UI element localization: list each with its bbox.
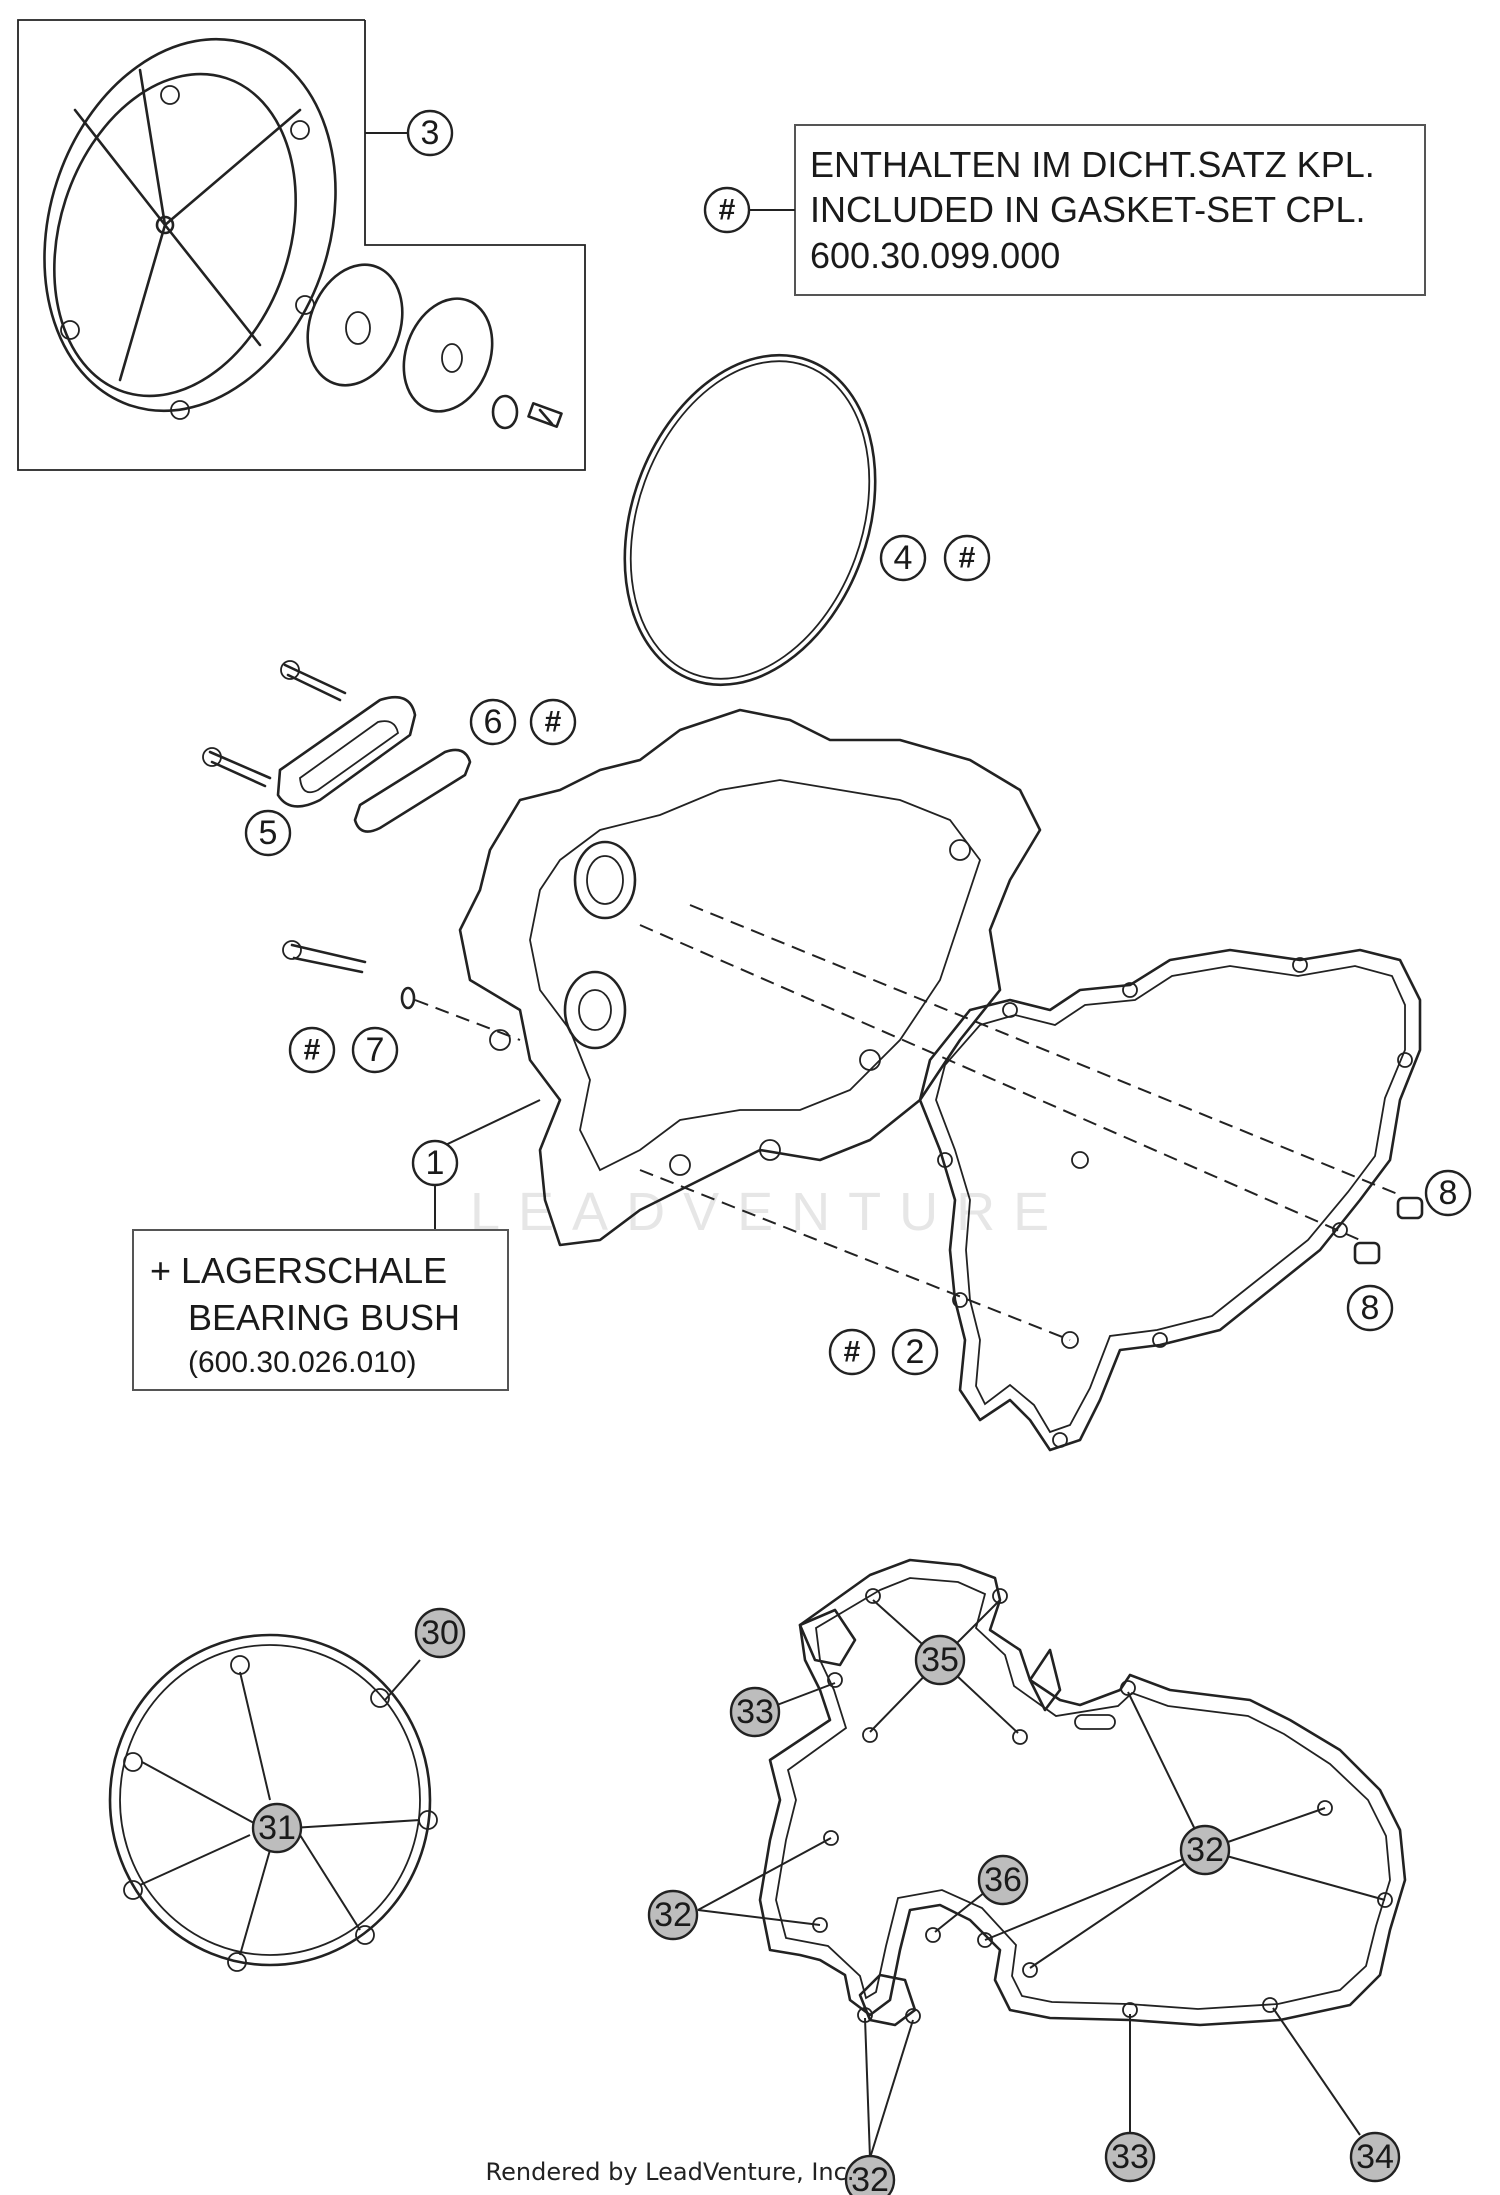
cover-gasket-part-2: # 2	[639, 904, 1422, 1452]
callout-36: 36	[977, 1854, 1029, 1906]
svg-text:32: 32	[654, 1896, 692, 1934]
plate-bolts-drawing	[202, 660, 347, 788]
outer-cover-gasket-group: 30 31	[108, 1607, 466, 1972]
note-box-group: 1 + LAGERSCHALE BEARING BUSH (600.30.026…	[132, 1099, 541, 1391]
svg-text:33: 33	[1111, 2138, 1149, 2176]
svg-text:#: #	[844, 1336, 861, 1369]
dowel-pins-part-8: 8 8	[1346, 1169, 1472, 1332]
callout-5: 5	[244, 809, 292, 857]
callout-4: 4	[879, 534, 927, 582]
crankcase-cover-part-1	[458, 708, 1042, 1247]
svg-text:31: 31	[258, 1809, 296, 1847]
svg-text:30: 30	[421, 1614, 459, 1652]
svg-text:8: 8	[1361, 1289, 1380, 1327]
svg-text:#: #	[959, 542, 976, 575]
watermark-text: LEADVENTURE	[470, 1182, 1067, 1242]
info-box-frame	[794, 124, 1426, 296]
callout-33b: 33	[1104, 2131, 1156, 2183]
svg-text:33: 33	[736, 1693, 774, 1731]
svg-text:#: #	[545, 706, 562, 739]
svg-text:32: 32	[851, 2161, 889, 2195]
note-line-3: (600.30.026.010)	[188, 1346, 417, 1379]
svg-text:35: 35	[921, 1641, 959, 1679]
callout-1: 1	[411, 1139, 459, 1187]
cover-plate-drawing	[276, 695, 417, 808]
callout-2: 2	[891, 1328, 939, 1376]
note-line-1: + LAGERSCHALE	[150, 1250, 447, 1291]
svg-text:1: 1	[426, 1144, 445, 1182]
footer-credit: Rendered by LeadVenture, Inc.	[486, 2158, 855, 2186]
clutch-cover-kit-group: 3	[17, 19, 586, 471]
bearing-bush-note-frame	[132, 1229, 509, 1391]
callout-32b: 32	[1179, 1824, 1231, 1876]
inner-gasket-group: 35 33 32 36 32 32 33 34	[647, 1558, 1407, 2195]
callout-32a: 32	[647, 1889, 699, 1941]
callout-6: 6	[469, 698, 517, 746]
clutch-cover-outer-drawing	[43, 37, 337, 420]
gasket-set-info-box: ENTHALTEN IM DICHT.SATZ KPL. INCLUDED IN…	[703, 124, 1426, 296]
o-ring-part-4: 4 #	[623, 353, 991, 687]
hash-badge-7: #	[288, 1026, 336, 1074]
plate-gasket-drawing	[353, 748, 472, 833]
note-line-2: BEARING BUSH	[188, 1297, 460, 1338]
svg-text:8: 8	[1439, 1174, 1458, 1212]
svg-text:2: 2	[906, 1333, 925, 1371]
info-line-1: ENTHALTEN IM DICHT.SATZ KPL.	[810, 144, 1375, 185]
callout-34: 34	[1349, 2131, 1401, 2183]
svg-text:5: 5	[259, 814, 278, 852]
svg-text:6: 6	[484, 703, 503, 741]
info-line-3: 600.30.099.000	[810, 235, 1060, 276]
callout-8b: 8	[1346, 1284, 1394, 1332]
svg-text:34: 34	[1356, 2138, 1394, 2176]
kit-frame	[17, 19, 586, 471]
cover-plate-group: 5 6 #	[202, 660, 577, 857]
svg-text:36: 36	[984, 1861, 1022, 1899]
callout-7: 7	[351, 1026, 399, 1074]
callout-3: 3	[365, 109, 454, 157]
callout-35: 35	[914, 1634, 966, 1686]
svg-text:#: #	[719, 194, 736, 227]
svg-text:3: 3	[421, 114, 440, 152]
hash-badge-4: #	[943, 534, 991, 582]
callout-8a: 8	[1424, 1169, 1472, 1217]
callout-30: 30	[414, 1607, 466, 1659]
svg-text:7: 7	[366, 1031, 385, 1069]
callout-32c: 32	[844, 2154, 896, 2195]
callout-33a: 33	[729, 1686, 781, 1738]
hash-badge-2: #	[828, 1328, 876, 1376]
svg-text:32: 32	[1186, 1831, 1224, 1869]
inner-cover-disc-drawing	[306, 263, 563, 430]
callout-31: 31	[251, 1802, 303, 1854]
info-hash-symbol: #	[703, 186, 795, 234]
info-line-2: INCLUDED IN GASKET-SET CPL.	[810, 189, 1365, 230]
svg-text:4: 4	[894, 539, 913, 577]
bolt-part-7: # 7	[282, 940, 521, 1074]
hash-badge-6: #	[529, 698, 577, 746]
svg-text:#: #	[304, 1034, 321, 1067]
